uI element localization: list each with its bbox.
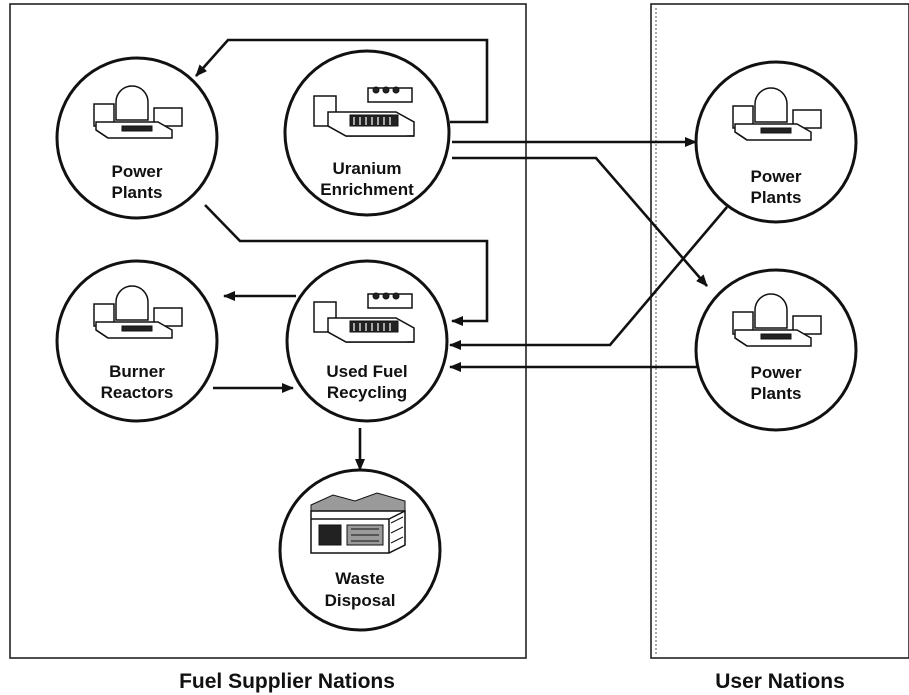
node-user-power-plants-1: Power Plants — [694, 60, 858, 224]
node-supplier-power-plants: Power Plants — [55, 56, 219, 220]
node-user-power-plants-2: Power Plants — [694, 268, 858, 432]
flow-user-power-1-to-recycling — [449, 206, 728, 350]
flow-enrichment-to-supplier-power — [195, 38, 489, 124]
flow-enrichment-to-user-power-2 — [452, 156, 708, 287]
node-label-line2: Reactors — [101, 383, 174, 402]
node-label-line1: Power — [750, 167, 801, 186]
node-burner-reactors: Burner Reactors — [55, 259, 219, 423]
flow-supplier-power-to-recycling — [204, 204, 489, 326]
node-label-line1: Power — [750, 363, 801, 382]
node-label-line2: Plants — [750, 188, 801, 207]
supplier-nations-region — [9, 3, 527, 659]
supplier-nations-label: Fuel Supplier Nations — [179, 670, 395, 693]
node-label-line1: Power — [111, 162, 162, 181]
node-label-line1: Used Fuel — [326, 362, 407, 381]
node-label-line2: Recycling — [327, 383, 407, 402]
flow-arrows — [195, 38, 728, 471]
node-uranium-enrichment: Uranium Enrichment — [283, 49, 451, 217]
user-nations-label: User Nations — [715, 670, 845, 693]
waste-repository-icon — [310, 492, 406, 554]
node-waste-disposal: Waste Disposal — [278, 468, 442, 632]
user-nations-region — [650, 3, 909, 659]
node-label-line2: Enrichment — [320, 180, 414, 199]
node-label-line1: Waste — [335, 569, 384, 588]
node-label-line2: Disposal — [325, 591, 396, 610]
node-label-line2: Plants — [750, 384, 801, 403]
node-used-fuel-recycling: Used Fuel Recycling — [285, 259, 449, 423]
node-label-line2: Plants — [111, 183, 162, 202]
node-label-line1: Uranium — [333, 159, 402, 178]
node-label-line1: Burner — [109, 362, 165, 381]
